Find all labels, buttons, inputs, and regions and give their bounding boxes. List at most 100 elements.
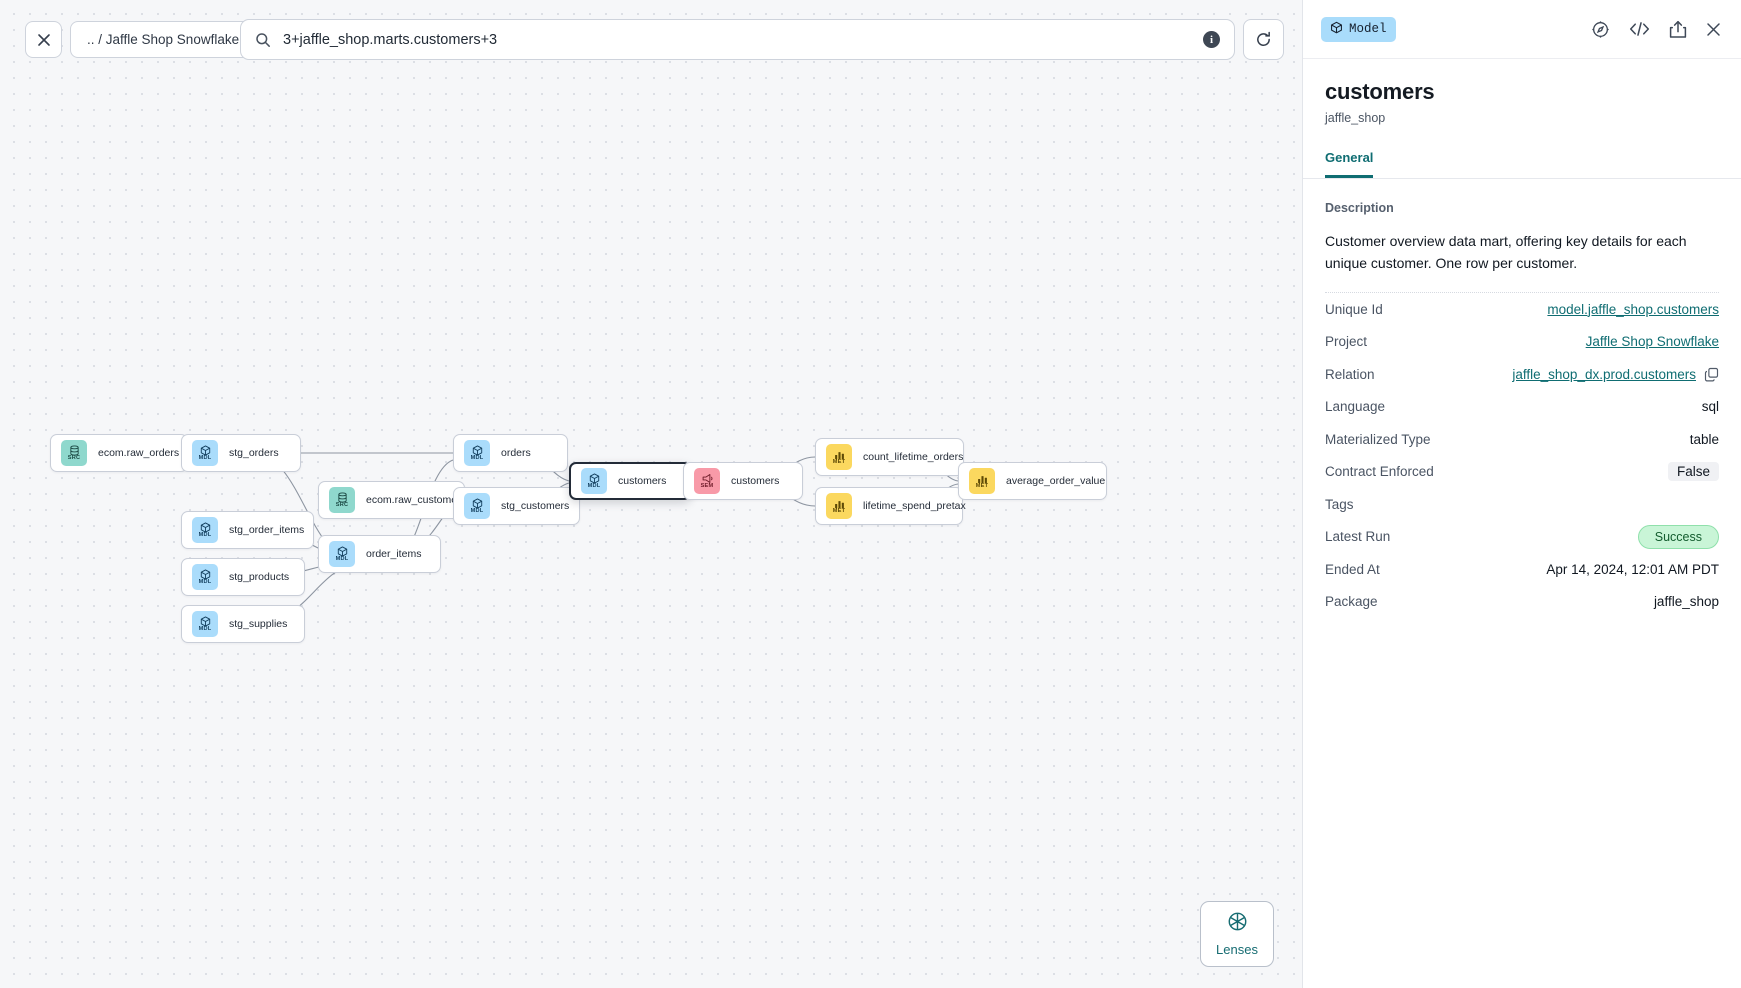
property-row: Unique Id model.jaffle_shop.customers — [1325, 293, 1719, 326]
property-value-wrap: table — [1690, 432, 1719, 447]
details-panel-header: Model — [1303, 0, 1741, 59]
lineage-node-stg_orders[interactable]: MDL stg_orders — [181, 434, 301, 472]
cube-icon — [1330, 21, 1343, 38]
node-type-icon-src: SRC — [61, 440, 87, 466]
property-key: Language — [1325, 399, 1386, 415]
property-value-wrap: Jaffle Shop Snowflake — [1586, 334, 1719, 349]
node-type-icon-mdl: MDL — [192, 517, 218, 543]
property-value[interactable]: model.jaffle_shop.customers — [1547, 301, 1719, 317]
lineage-node-orders[interactable]: MDL orders — [453, 434, 568, 472]
node-type-text: MDL — [470, 455, 484, 462]
node-type-icon-mdl: MDL — [192, 611, 218, 637]
property-row: Relation jaffle_shop_dx.prod.customers — [1325, 358, 1719, 391]
property-key: Unique Id — [1325, 301, 1383, 317]
breadcrumb-button[interactable]: .. / Jaffle Shop Snowflake — [70, 21, 257, 58]
node-type-icon-mdl: MDL — [464, 493, 490, 519]
property-value: jaffle_shop — [1653, 594, 1719, 610]
node-label: orders — [501, 447, 531, 459]
lineage-node-order_items[interactable]: MDL order_items — [318, 535, 441, 573]
node-type-icon-met: MET — [969, 468, 995, 494]
property-key: Relation — [1325, 366, 1375, 382]
property-row: Language sql — [1325, 390, 1719, 423]
property-value-wrap: False — [1667, 462, 1719, 482]
property-value: False — [1667, 462, 1719, 482]
panel-actions — [1591, 20, 1721, 39]
explore-icon[interactable] — [1591, 20, 1610, 39]
property-value[interactable]: Jaffle Shop Snowflake — [1585, 334, 1719, 350]
share-icon[interactable] — [1669, 20, 1687, 39]
property-key: Project — [1325, 334, 1368, 350]
node-type-icon-mdl: MDL — [192, 564, 218, 590]
node-type-icon-src: SRC — [329, 487, 355, 513]
copy-icon[interactable] — [1704, 367, 1719, 382]
code-icon[interactable] — [1629, 20, 1650, 38]
canvas-toolbar: .. / Jaffle Shop Snowflake i — [0, 0, 1302, 70]
property-row: Contract Enforced False — [1325, 455, 1719, 488]
lineage-node-count_lifetime_orders[interactable]: MET count_lifetime_orders — [815, 438, 964, 476]
property-row: Ended At Apr 14, 2024, 12:01 AM PDT — [1325, 553, 1719, 586]
node-type-icon-mdl: MDL — [329, 541, 355, 567]
node-type-text: MDL — [470, 508, 484, 515]
property-key: Package — [1325, 594, 1378, 610]
lenses-button[interactable]: Lenses — [1200, 901, 1274, 967]
node-type-icon-met: MET — [826, 444, 852, 470]
node-type-text: MDL — [198, 532, 212, 539]
property-value: Success — [1637, 524, 1719, 549]
property-key: Materialized Type — [1325, 431, 1431, 447]
node-type-text: MDL — [198, 455, 212, 462]
search-icon — [255, 32, 271, 48]
property-row: Package jaffle_shop — [1325, 585, 1719, 618]
refresh-button[interactable] — [1243, 19, 1284, 60]
node-label: ecom.raw_customers — [366, 494, 466, 506]
lineage-node-customers_model[interactable]: MDL customers — [569, 462, 691, 500]
property-value: Apr 14, 2024, 12:01 AM PDT — [1546, 561, 1719, 577]
description-text: Customer overview data mart, offering ke… — [1325, 230, 1719, 293]
property-value: sql — [1701, 399, 1719, 415]
property-row: Project Jaffle Shop Snowflake — [1325, 325, 1719, 358]
node-type-text: SEM — [700, 483, 714, 490]
node-type-icon-sem: SEM — [694, 468, 720, 494]
property-key: Tags — [1325, 496, 1354, 512]
property-value[interactable]: jaffle_shop_dx.prod.customers — [1512, 366, 1696, 382]
entity-header: customers jaffle_shop — [1303, 59, 1741, 125]
node-type-text: MDL — [587, 483, 601, 490]
property-row: Materialized Type table — [1325, 423, 1719, 456]
node-label: customers — [618, 475, 667, 487]
lineage-node-ecom_raw_orders[interactable]: SRC ecom.raw_orders — [50, 434, 188, 472]
node-label: ecom.raw_orders — [98, 447, 180, 459]
tab-general[interactable]: General — [1325, 150, 1374, 178]
property-key: Ended At — [1325, 561, 1380, 577]
node-type-text: MET — [832, 459, 846, 466]
node-label: stg_products — [229, 571, 290, 583]
search-input[interactable] — [283, 31, 1203, 48]
node-label: count_lifetime_orders — [863, 451, 964, 463]
panel-tabs: General — [1303, 150, 1741, 179]
lineage-search-bar[interactable]: i — [240, 19, 1235, 60]
node-label: stg_orders — [229, 447, 279, 459]
node-type-text: SRC — [335, 502, 349, 509]
property-value-wrap: Success — [1637, 524, 1719, 549]
node-label: order_items — [366, 548, 422, 560]
lineage-node-stg_products[interactable]: MDL stg_products — [181, 558, 305, 596]
description-label: Description — [1325, 201, 1394, 215]
property-row: Tags — [1325, 488, 1719, 521]
entity-type-badge: Model — [1321, 16, 1396, 42]
close-icon[interactable] — [1706, 22, 1721, 37]
lineage-node-ecom_raw_customers[interactable]: SRC ecom.raw_customers — [318, 481, 466, 519]
info-icon[interactable]: i — [1203, 31, 1220, 48]
node-type-text: SRC — [67, 455, 81, 462]
entity-subtitle: jaffle_shop — [1325, 111, 1386, 125]
property-value-wrap: jaffle_shop_dx.prod.customers — [1512, 367, 1719, 382]
property-value-wrap: sql — [1702, 399, 1719, 414]
property-key: Contract Enforced — [1325, 464, 1434, 480]
close-lineage-button[interactable] — [25, 21, 62, 58]
